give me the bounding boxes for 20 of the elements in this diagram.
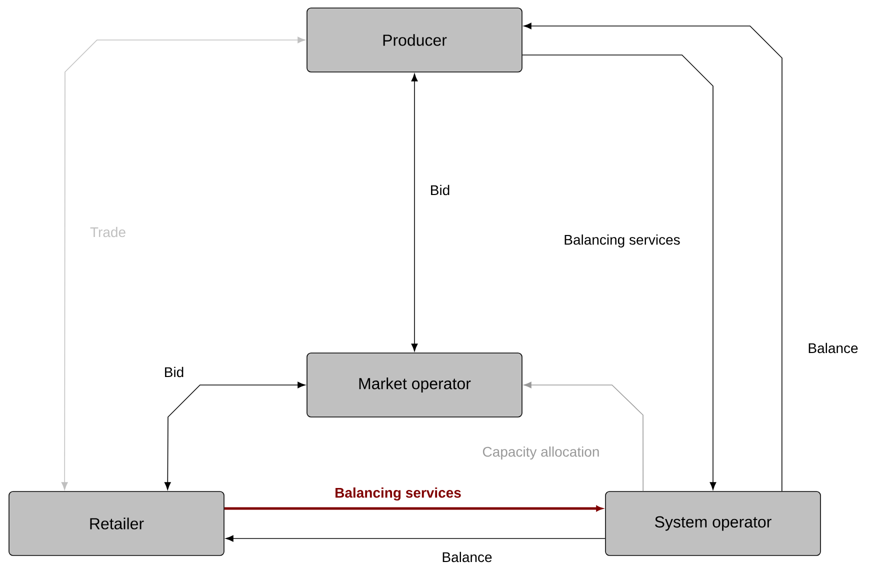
edge-label: Balancing services <box>562 233 682 249</box>
process-box: Producer <box>306 8 522 72</box>
arrow <box>522 54 716 490</box>
process-box: System operator <box>605 491 821 556</box>
edge-label: Balancing services <box>334 486 462 502</box>
edge-label: Bid <box>162 366 186 378</box>
arrow <box>61 36 306 490</box>
edge-label: Trade <box>88 226 128 238</box>
arrow <box>411 74 418 352</box>
edge-label: Balance <box>806 342 860 354</box>
arrow <box>164 382 306 490</box>
arrow <box>226 535 606 542</box>
arrow <box>224 506 602 512</box>
arrow <box>524 382 644 492</box>
process-box: Market operator <box>306 352 522 418</box>
edge-label: Balance <box>440 550 494 564</box>
process-box: Retailer <box>8 491 224 556</box>
arrow <box>524 22 782 492</box>
edge-label: Bid <box>428 184 452 196</box>
edge-label: Capacity allocation <box>481 445 601 461</box>
